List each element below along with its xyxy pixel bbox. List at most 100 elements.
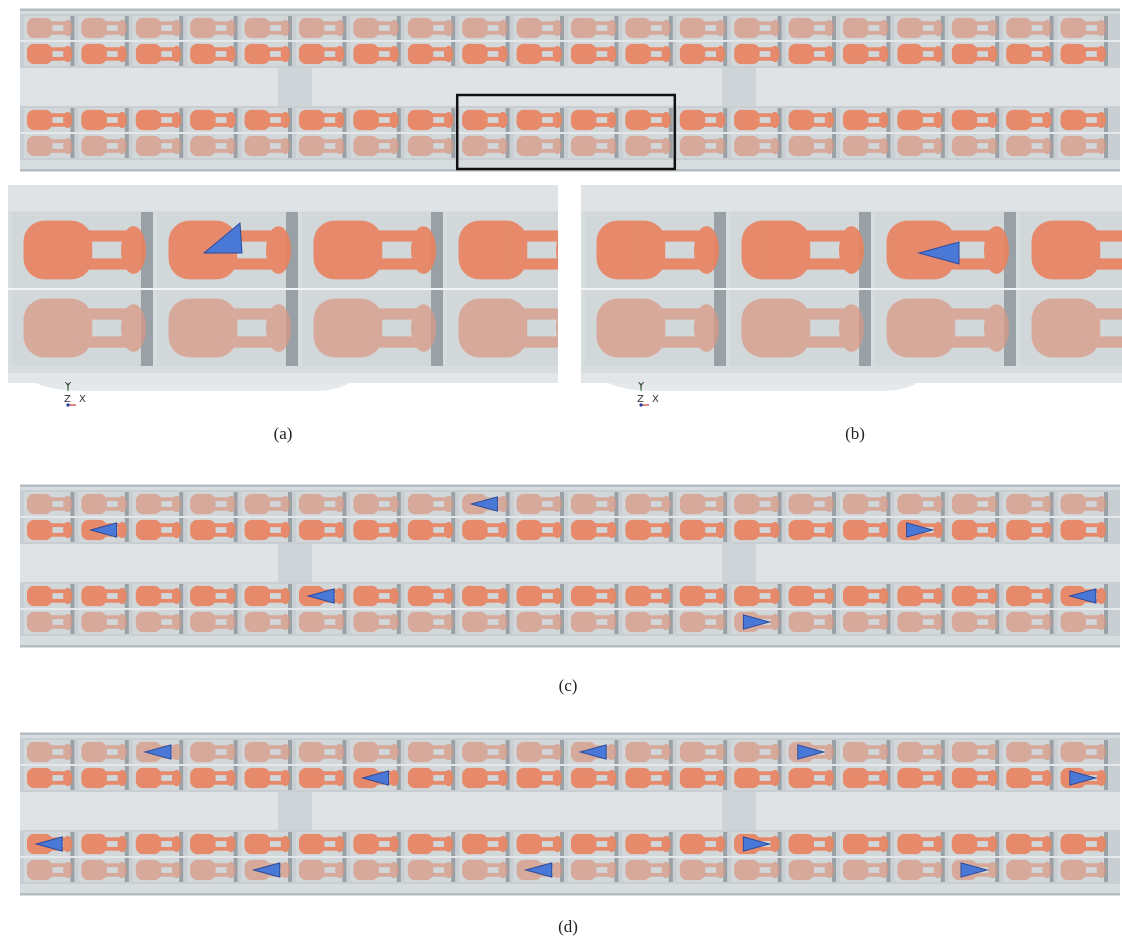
- occupant-head: [117, 587, 127, 605]
- occupant-leg: [590, 532, 612, 537]
- occupant-torso: [298, 833, 325, 855]
- seat-divider: [995, 492, 1000, 516]
- occupant-torso: [81, 43, 107, 65]
- occupant-head: [63, 19, 73, 37]
- occupant-head: [171, 769, 182, 787]
- occupant-leg: [971, 589, 993, 594]
- seat-divider: [832, 740, 836, 764]
- occupant-leg: [917, 497, 939, 502]
- occupant-torso: [570, 135, 597, 157]
- occupant-torso: [1060, 741, 1087, 763]
- occupant-head: [879, 587, 889, 605]
- occupant-torso: [81, 859, 107, 881]
- occupant-head: [335, 495, 345, 513]
- occupant-torso: [570, 43, 597, 65]
- occupant: [1060, 493, 1106, 515]
- occupant-head: [117, 495, 127, 513]
- occupant-head: [607, 769, 617, 787]
- occupant: [625, 135, 671, 157]
- occupant-torso: [734, 109, 760, 131]
- occupant: [516, 17, 562, 39]
- occupant: [897, 611, 943, 633]
- occupant: [741, 298, 864, 358]
- occupant-leg: [917, 148, 939, 153]
- occupant-leg: [699, 47, 721, 52]
- occupant: [897, 135, 943, 157]
- occupant-torso: [298, 611, 325, 633]
- occupant-head: [389, 743, 399, 761]
- occupant-torso: [679, 43, 706, 65]
- seat-divider: [723, 518, 728, 542]
- occupant-torso: [244, 767, 271, 789]
- occupant-leg: [862, 863, 884, 868]
- occupant-torso: [788, 767, 815, 789]
- occupant-torso: [81, 585, 107, 607]
- occupant: [298, 611, 345, 633]
- occupant-leg: [373, 745, 395, 750]
- occupant-leg: [482, 113, 503, 118]
- occupant-leg: [971, 113, 993, 118]
- occupant-leg: [512, 230, 558, 242]
- occupant-torso: [81, 135, 107, 157]
- occupant: [135, 611, 182, 633]
- occupant-head: [879, 861, 889, 879]
- occupant-leg: [210, 139, 231, 144]
- occupant-torso: [679, 585, 706, 607]
- occupant-leg: [155, 837, 177, 842]
- occupant-leg: [46, 598, 68, 603]
- occupant-head: [1042, 19, 1052, 37]
- occupant-leg: [101, 745, 123, 750]
- occupant-head: [63, 743, 73, 761]
- occupant-leg: [971, 754, 993, 759]
- occupant-leg: [482, 523, 503, 528]
- occupant: [353, 585, 399, 607]
- occupant-leg: [645, 615, 667, 620]
- occupant: [81, 493, 127, 515]
- occupant-leg: [645, 771, 667, 776]
- seat-divider: [288, 858, 292, 882]
- occupant-torso: [842, 519, 869, 541]
- aisle-door: [278, 66, 312, 106]
- seat-divider: [832, 492, 836, 516]
- occupant-head: [933, 743, 943, 761]
- occupant-leg: [46, 113, 68, 118]
- occupant-torso: [135, 585, 162, 607]
- occupant-leg: [699, 615, 721, 620]
- seat-divider: [451, 832, 456, 856]
- occupant-leg: [917, 615, 939, 620]
- seat-divider: [886, 518, 891, 542]
- occupant-leg: [46, 47, 68, 52]
- occupant: [734, 135, 780, 157]
- occupant: [135, 767, 182, 789]
- occupant-head: [552, 613, 562, 631]
- occupant-head: [443, 861, 454, 879]
- occupant-torso: [81, 611, 107, 633]
- occupant-leg: [917, 21, 939, 26]
- seat-divider: [668, 134, 673, 158]
- occupant: [1006, 585, 1052, 607]
- occupant-leg: [482, 615, 503, 620]
- occupant-torso: [81, 741, 107, 763]
- occupant-leg: [373, 615, 395, 620]
- occupant: [516, 493, 562, 515]
- occupant-leg: [754, 624, 775, 629]
- aisle: [20, 66, 1120, 106]
- occupant-torso: [516, 493, 543, 515]
- seat-divider: [560, 858, 564, 882]
- occupant-leg: [482, 30, 503, 35]
- occupant-leg: [699, 523, 721, 528]
- occupant-leg: [590, 506, 612, 511]
- occupant: [353, 859, 399, 881]
- occupant: [298, 135, 345, 157]
- occupant-head: [498, 19, 508, 37]
- occupant-torso: [1060, 833, 1087, 855]
- seat-divider: [1104, 858, 1108, 882]
- occupant-head: [411, 226, 436, 274]
- occupant: [26, 519, 73, 541]
- occupant-torso: [679, 493, 706, 515]
- occupant-leg: [536, 771, 558, 776]
- occupant: [407, 585, 454, 607]
- occupant: [570, 859, 617, 881]
- occupant-leg: [754, 771, 775, 776]
